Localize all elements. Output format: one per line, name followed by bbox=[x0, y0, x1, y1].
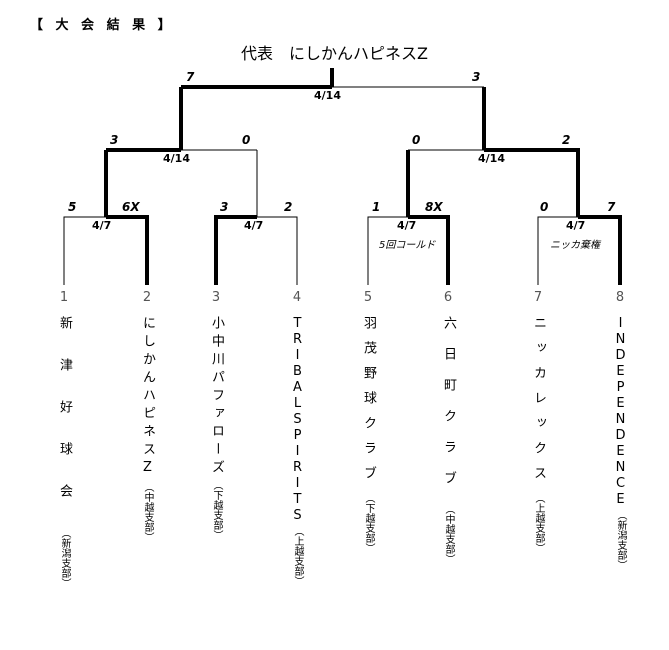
match-1-winner-line bbox=[106, 215, 149, 285]
team-8-branch: （新潟支部） bbox=[615, 510, 626, 570]
match-4-note: ニッカ棄権 bbox=[550, 240, 600, 251]
match-3-winner-line bbox=[408, 215, 450, 285]
team-5: 羽茂野球クラブ （下越支部） bbox=[358, 316, 378, 553]
match-2-winner-line bbox=[214, 215, 257, 285]
final-right-score: 3 bbox=[472, 70, 481, 84]
match-1-right-score: 6X bbox=[122, 200, 140, 214]
match-1-lines bbox=[63, 215, 149, 285]
team-2-name: にしかんハピネスZ bbox=[140, 316, 155, 480]
match-3-right-score: 8X bbox=[425, 200, 443, 214]
semi-1-left-score: 3 bbox=[110, 133, 119, 147]
match-4-left-score: 0 bbox=[540, 200, 549, 214]
match-2-right-score: 2 bbox=[284, 200, 293, 214]
seed-7: 7 bbox=[533, 290, 543, 305]
seed-6: 6 bbox=[443, 290, 453, 305]
team-2: にしかんハピネスZ （中越支部） bbox=[137, 316, 157, 542]
team-8-name: INDEPENDENCE bbox=[613, 316, 628, 508]
semi-2-date: 4/14 bbox=[478, 152, 505, 165]
team-7: ニッカレックス （上越支部） bbox=[528, 316, 548, 553]
team-4-name: TRIBALSPIRITS bbox=[290, 316, 305, 524]
seed-8: 8 bbox=[615, 290, 625, 305]
semi-1-right-score: 0 bbox=[242, 133, 251, 147]
match-3-note: 5回コールド bbox=[379, 240, 436, 251]
semi-2-left-score: 0 bbox=[412, 133, 421, 147]
match-1-loser-line bbox=[63, 216, 106, 285]
seed-4: 4 bbox=[292, 290, 302, 305]
team-5-branch: （下越支部） bbox=[363, 493, 374, 553]
seed-3: 3 bbox=[211, 290, 221, 305]
team-6-branch: （中越支部） bbox=[443, 504, 454, 564]
match-3-date: 4/7 bbox=[397, 219, 417, 232]
match-1-left-score: 5 bbox=[68, 200, 77, 214]
seed-1: 1 bbox=[59, 290, 69, 305]
team-6-name: 六日町クラブ bbox=[441, 316, 456, 502]
match-4-winner-line bbox=[578, 215, 622, 285]
team-7-name: ニッカレックス bbox=[531, 316, 546, 491]
seed-5: 5 bbox=[363, 290, 373, 305]
team-1-name: 新津好球会 bbox=[57, 316, 72, 526]
match-1-date: 4/7 bbox=[92, 219, 112, 232]
semi-2-right-score: 2 bbox=[562, 133, 571, 147]
semi-1-date: 4/14 bbox=[163, 152, 190, 165]
team-5-name: 羽茂野球クラブ bbox=[361, 316, 376, 491]
match-4-loser-line bbox=[537, 216, 578, 285]
team-1-branch: （新潟支部） bbox=[59, 528, 70, 588]
page-heading: 【 大 会 結 果 】 bbox=[30, 18, 175, 33]
match-3-lines bbox=[367, 215, 450, 285]
final-left-score: 7 bbox=[186, 70, 195, 84]
team-3: 小中川パファローズ （下越支部） bbox=[206, 316, 226, 540]
match-2-lines bbox=[214, 215, 298, 285]
team-8: INDEPENDENCE （新潟支部） bbox=[610, 316, 630, 570]
team-6: 六日町クラブ （中越支部） bbox=[438, 316, 458, 564]
match-2-loser-line bbox=[257, 216, 298, 285]
team-1: 新津好球会 （新潟支部） bbox=[54, 316, 74, 588]
team-2-branch: （中越支部） bbox=[142, 482, 153, 542]
seed-2: 2 bbox=[142, 290, 152, 305]
match-3-left-score: 1 bbox=[372, 200, 381, 214]
semi-2-winner-line bbox=[484, 148, 580, 217]
match-2-left-score: 3 bbox=[220, 200, 229, 214]
match-4-date: 4/7 bbox=[566, 219, 586, 232]
match-2-date: 4/7 bbox=[244, 219, 264, 232]
match-4-lines bbox=[537, 215, 622, 285]
team-4: TRIBALSPIRITS （上越支部） bbox=[287, 316, 307, 586]
team-7-branch: （上越支部） bbox=[533, 493, 544, 553]
match-4-right-score: 7 bbox=[607, 200, 616, 214]
team-3-branch: （下越支部） bbox=[211, 480, 222, 540]
match-3-loser-line bbox=[367, 216, 408, 285]
final-date: 4/14 bbox=[314, 89, 341, 102]
champion-label: 代表 にしかんハピネスZ bbox=[241, 44, 428, 63]
team-4-branch: （上越支部） bbox=[292, 526, 303, 586]
team-3-name: 小中川パファローズ bbox=[209, 316, 224, 478]
